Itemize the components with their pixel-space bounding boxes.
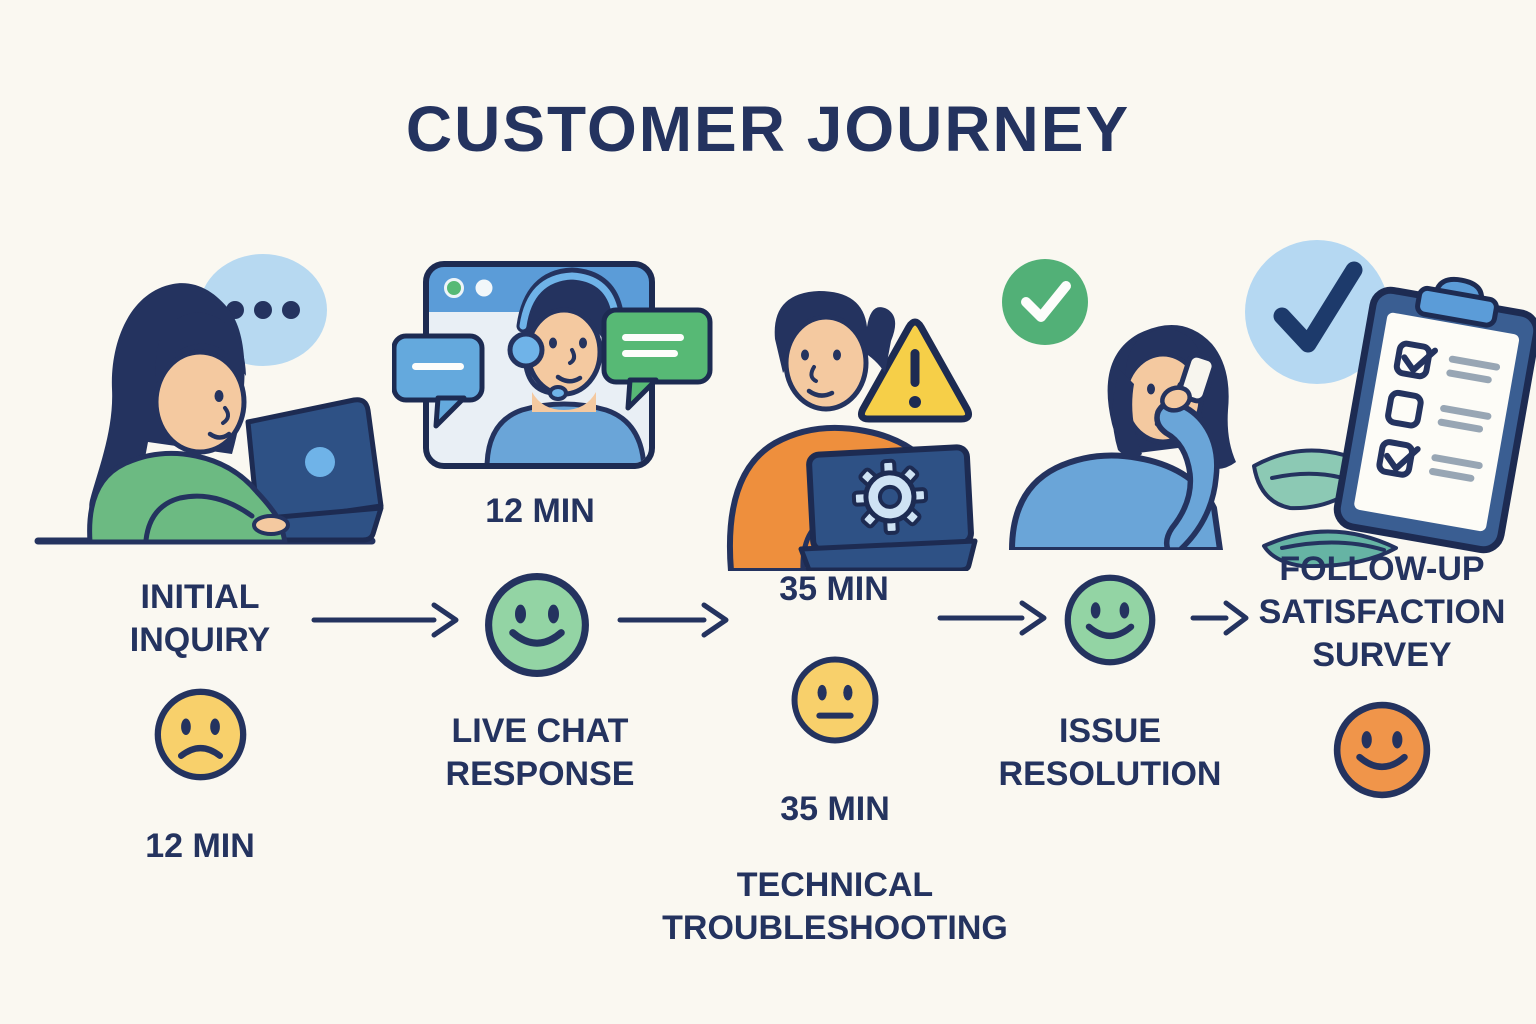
neutral-face-emoji-icon — [791, 656, 879, 744]
warning-triangle-icon — [858, 318, 972, 423]
happy-face-emoji-icon — [1333, 701, 1431, 799]
chat-bubble-blue-icon — [392, 333, 485, 429]
clipboard-checklist-icon — [1333, 276, 1536, 554]
duration-live-chat-response: 12 MIN — [485, 492, 595, 530]
laptop-base — [798, 538, 978, 571]
duration-technical-troubleshooting: 35 MIN — [779, 570, 889, 608]
flow-arrow-icon — [617, 602, 729, 638]
chat-bubble-green-icon — [601, 307, 713, 411]
stage-label-follow-up-satisfaction-survey: FOLLOW-UP SATISFACTION SURVEY — [1258, 550, 1506, 674]
browser-dot-white — [475, 279, 493, 297]
duration-initial-inquiry: 12 MIN — [145, 827, 255, 865]
laptop-back-icon — [806, 444, 974, 554]
page-title: CUSTOMER JOURNEY — [405, 93, 1131, 165]
happy-face-emoji-icon — [485, 573, 589, 677]
flow-arrow-icon — [1190, 600, 1249, 636]
flow-arrow-icon — [311, 602, 459, 638]
stage-label-technical-troubleshooting: TECHNICAL TROUBLESHOOTING — [662, 866, 1008, 947]
stage-label-issue-resolution: ISSUE RESOLUTION — [998, 712, 1222, 793]
support-agent-figure — [484, 267, 647, 463]
illustration-woman-at-laptop — [34, 254, 384, 545]
illustration-support-agent-browser — [392, 261, 713, 469]
duration-technical-troubleshooting-secondary: 35 MIN — [780, 790, 890, 828]
flow-arrow-icon — [937, 600, 1047, 636]
illustration-man-troubleshooting — [726, 291, 978, 571]
checkmark-bubble-icon — [1245, 240, 1389, 384]
happy-face-emoji-icon — [1064, 574, 1156, 666]
sad-face-emoji-icon — [154, 688, 247, 781]
stage-label-initial-inquiry: INITIAL INQUIRY — [129, 578, 271, 659]
browser-dot-green — [444, 278, 464, 298]
gear-icon — [851, 458, 929, 536]
stage-label-live-chat-response: LIVE CHAT RESPONSE — [445, 712, 635, 793]
customer-woman-on-phone-figure — [1009, 325, 1236, 550]
customer-woman-figure — [87, 283, 290, 545]
check-circle-icon — [1002, 259, 1088, 345]
illustration-woman-on-phone — [1002, 259, 1236, 550]
illustration-survey-clipboard — [1245, 240, 1536, 568]
